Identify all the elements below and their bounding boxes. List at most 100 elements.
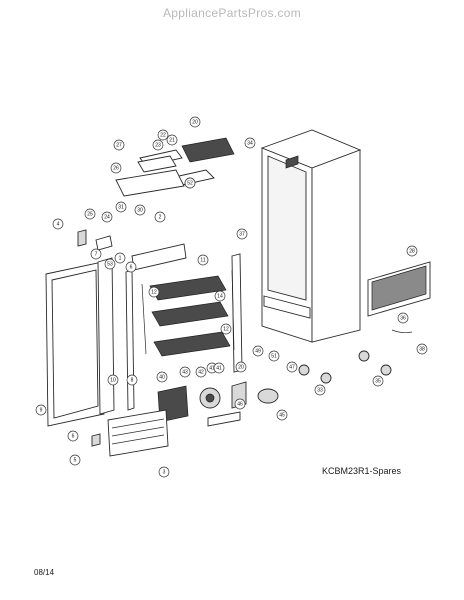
callout-number: 21 xyxy=(169,137,175,143)
front-grille xyxy=(107,409,169,457)
callout-number: 28 xyxy=(409,248,415,254)
callout-number: 10 xyxy=(110,377,116,383)
casters xyxy=(298,350,392,384)
callout-number: 34 xyxy=(247,140,253,146)
callout-number: 12 xyxy=(223,326,229,332)
callout-bubble xyxy=(276,409,288,421)
callout-number: 53 xyxy=(107,261,113,267)
shelf-rack xyxy=(125,243,243,411)
callout-number: 12 xyxy=(151,289,157,295)
callout-number: 25 xyxy=(87,211,93,217)
callout-bubble xyxy=(416,343,428,355)
callout-bubble xyxy=(107,374,119,386)
callout-number: 36 xyxy=(400,315,406,321)
evaporator-assembly xyxy=(115,137,235,197)
callout-number: 14 xyxy=(217,293,223,299)
callout-bubble xyxy=(234,398,246,410)
callout-bubble xyxy=(156,371,168,383)
cabinet xyxy=(260,129,362,343)
callout-number: 47 xyxy=(289,364,295,370)
callout-bubble xyxy=(101,211,113,223)
callout-bubble xyxy=(236,228,248,240)
callout-number: 2 xyxy=(159,214,162,220)
callout-number: 4 xyxy=(57,221,60,227)
watermark: AppliancePartsPros.com xyxy=(163,6,301,20)
callout-number: 23 xyxy=(155,142,161,148)
callout-bubble xyxy=(35,404,47,416)
callout-bubble xyxy=(220,323,232,335)
callout-number: 26 xyxy=(113,165,119,171)
callout-number: 40 xyxy=(159,374,165,380)
callout-number: 7 xyxy=(95,251,98,257)
callout-bubble xyxy=(214,290,226,302)
callout-number: 9 xyxy=(40,407,43,413)
door xyxy=(45,257,115,427)
callout-number: 8 xyxy=(131,377,134,383)
callout-bubble xyxy=(397,312,409,324)
callout-number: 24 xyxy=(104,214,110,220)
callout-number: 52 xyxy=(187,180,193,186)
drain-hose xyxy=(391,329,413,334)
callout-number: 6 xyxy=(130,264,133,270)
callout-number: 46 xyxy=(237,401,243,407)
callout-number: 6 xyxy=(72,433,75,439)
callout-bubble xyxy=(114,252,126,264)
callout-number: 35 xyxy=(375,378,381,384)
callout-bubble xyxy=(268,350,280,362)
callout-bubble xyxy=(406,245,418,257)
callout-number: 45 xyxy=(279,412,285,418)
callout-bubble xyxy=(179,366,191,378)
callout-bubble xyxy=(189,116,201,128)
callout-number: 31 xyxy=(118,204,124,210)
callout-number: 38 xyxy=(419,346,425,352)
callout-bubble xyxy=(157,129,169,141)
callout-number: 5 xyxy=(74,457,77,463)
callout-number: 41 xyxy=(209,365,215,371)
callout-number: 11 xyxy=(200,257,205,263)
callout-bubble xyxy=(115,201,127,213)
condensing-unit xyxy=(157,381,279,427)
callout-bubble xyxy=(90,248,102,260)
callout-number: 22 xyxy=(160,132,166,138)
callout-number: 20 xyxy=(192,119,198,125)
callout-bubble xyxy=(213,362,225,374)
callout-number: 30 xyxy=(137,207,143,213)
callout-bubble xyxy=(314,384,326,396)
callout-bubble xyxy=(152,139,164,151)
hinges xyxy=(77,229,113,447)
callout-bubble xyxy=(235,361,247,373)
callout-bubble xyxy=(184,177,196,189)
callout-number: 33 xyxy=(317,387,323,393)
callout-bubble xyxy=(134,204,146,216)
callout-bubble xyxy=(148,286,160,298)
condenser-filter xyxy=(367,261,431,317)
callout-number: 20 xyxy=(238,364,244,370)
callout-bubble xyxy=(372,375,384,387)
callout-bubble xyxy=(52,218,64,230)
callout-bubble xyxy=(244,137,256,149)
callout-number: 51 xyxy=(271,353,277,359)
callout-number: 37 xyxy=(239,231,245,237)
callout-bubble xyxy=(166,134,178,146)
callout-bubble xyxy=(110,162,122,174)
callout-bubble xyxy=(84,208,96,220)
callout-number: 27 xyxy=(116,142,122,148)
callout-number: 42 xyxy=(198,369,204,375)
callout-number: 3 xyxy=(163,469,166,475)
callout-bubble xyxy=(67,430,79,442)
callout-number: 41 xyxy=(216,365,222,371)
callout-bubble xyxy=(286,361,298,373)
callout-bubble xyxy=(125,261,137,273)
callout-bubble xyxy=(158,466,170,478)
callout-bubble xyxy=(195,366,207,378)
callout-bubble xyxy=(197,254,209,266)
callout-bubble xyxy=(104,258,116,270)
callout-bubble xyxy=(69,454,81,466)
model-number: KCBM23R1-Spares xyxy=(322,466,402,476)
revision-date: 08/14 xyxy=(34,568,55,577)
callout-bubble xyxy=(252,345,264,357)
callout-number: 1 xyxy=(119,255,122,261)
callout-bubble xyxy=(113,139,125,151)
callout-bubble xyxy=(126,374,138,386)
